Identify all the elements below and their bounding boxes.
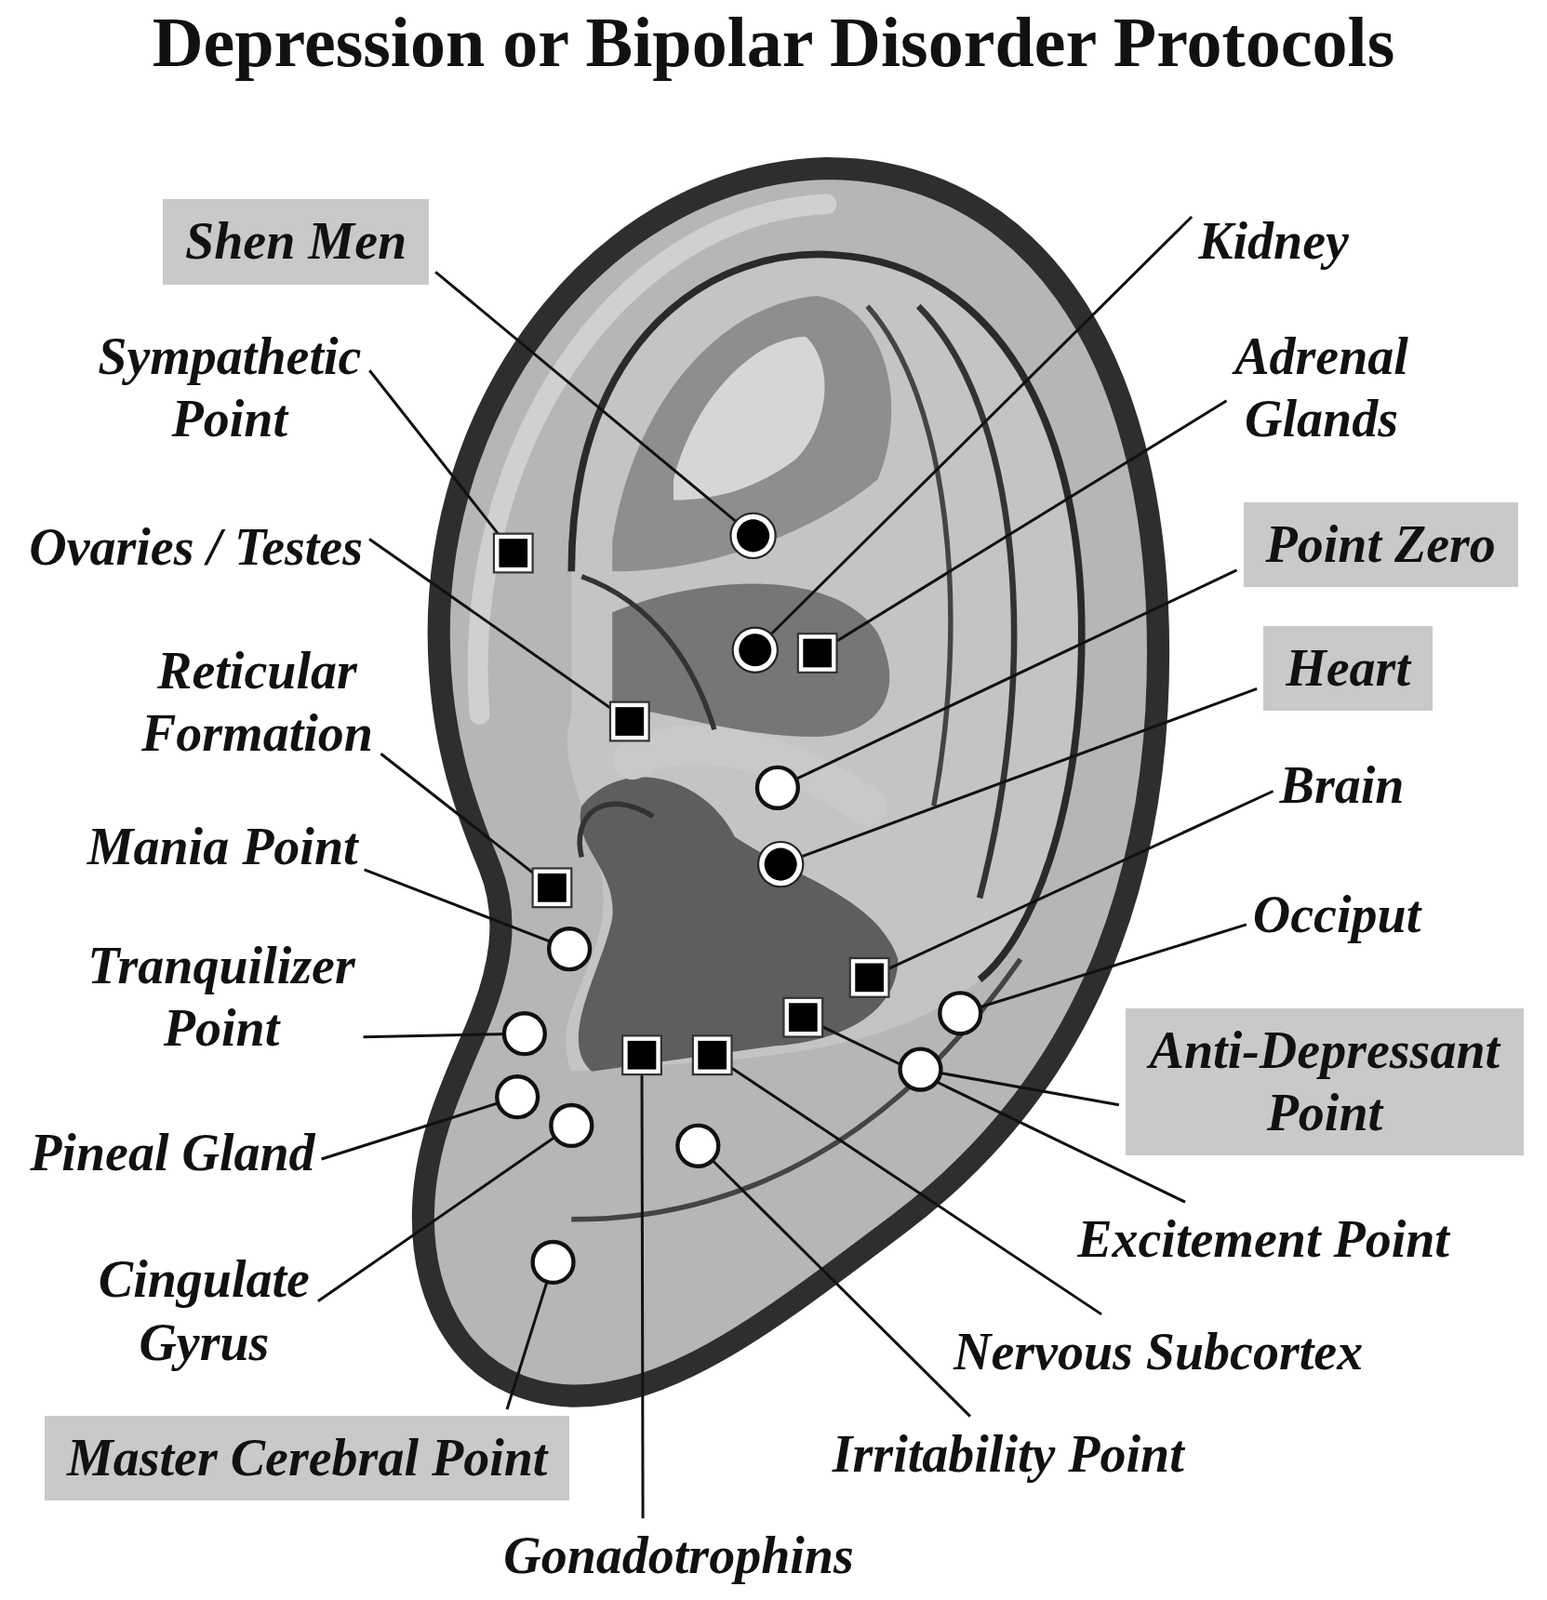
label-holder: Pineal Gland xyxy=(29,1121,315,1185)
fossa-highlight xyxy=(673,336,825,501)
point-label: Tranquilizer Point xyxy=(86,934,358,1060)
helix-crus xyxy=(632,745,867,807)
point-label: Reticular Formation xyxy=(139,640,374,765)
cavum-conchae xyxy=(578,776,898,1071)
highlighted-label-box: Anti-Depressant Point xyxy=(1125,1008,1524,1156)
point-label: Nervous Subcortex xyxy=(953,1320,1363,1384)
leader-line xyxy=(780,688,1257,865)
leader-line xyxy=(321,1096,519,1160)
point-label: Cingulate Gyrus xyxy=(96,1248,312,1374)
point-label: Master Cerebral Point xyxy=(66,1426,547,1490)
leader-line xyxy=(960,924,1247,1014)
label-holder: Tranquilizer Point xyxy=(86,934,358,1060)
black-circle-point xyxy=(733,627,778,673)
square-point xyxy=(783,998,823,1038)
antihelix-line xyxy=(866,306,950,807)
leader-line xyxy=(318,1125,572,1302)
point-label: Brain xyxy=(1280,754,1405,817)
point-label: Point Zero xyxy=(1266,513,1496,576)
point-label: Gonadotrophins xyxy=(503,1524,854,1588)
white-circle-point xyxy=(677,1125,719,1167)
black-circle-point xyxy=(758,841,803,887)
point-label: Mania Point xyxy=(87,815,359,879)
leader-line xyxy=(363,1033,525,1037)
label-holder: Kidney xyxy=(1198,210,1349,273)
square-point xyxy=(622,1035,662,1075)
point-label: Excitement Point xyxy=(1077,1208,1450,1271)
leader-line xyxy=(697,1146,971,1417)
square-point xyxy=(798,633,838,673)
point-label: Kidney xyxy=(1198,210,1349,273)
leader-line xyxy=(869,791,1274,978)
black-circle-point xyxy=(730,513,775,559)
point-label: Anti-Depressant Point xyxy=(1147,1019,1502,1145)
white-circle-point xyxy=(550,1105,592,1147)
highlighted-label-box: Shen Men xyxy=(162,199,429,284)
highlighted-label-box: Point Zero xyxy=(1243,502,1519,587)
cymba-conchae xyxy=(612,584,890,737)
label-holder: Occiput xyxy=(1253,883,1421,947)
leader-line xyxy=(641,1054,643,1519)
leader-line xyxy=(369,538,630,721)
white-circle-point xyxy=(900,1049,942,1091)
point-label: Adrenal Glands xyxy=(1233,325,1411,451)
label-holder: Adrenal Glands xyxy=(1233,325,1411,451)
white-circle-point xyxy=(533,1241,574,1283)
leader-line xyxy=(364,869,570,949)
point-label: Heart xyxy=(1285,637,1411,700)
title-holder: Depression or Bipolar Disorder Protocols xyxy=(0,1,1547,83)
antihelix-body xyxy=(565,253,1082,1071)
point-label: Sympathetic Point xyxy=(95,325,363,451)
point-label: Irritability Point xyxy=(832,1423,1185,1486)
leader-line xyxy=(817,400,1227,654)
white-circle-point xyxy=(757,767,799,809)
label-holder: Excitement Point xyxy=(1077,1208,1450,1271)
label-holder: Ovaries / Testes xyxy=(28,516,363,579)
point-label: Shen Men xyxy=(185,210,407,273)
label-holder: Gonadotrophins xyxy=(503,1524,854,1588)
leader-line xyxy=(369,370,513,553)
label-holder: Irritability Point xyxy=(832,1423,1185,1486)
leader-line xyxy=(435,271,753,536)
label-holder: Cingulate Gyrus xyxy=(96,1248,312,1374)
label-holder: Brain xyxy=(1280,754,1405,817)
square-point xyxy=(493,533,534,574)
label-holder: Nervous Subcortex xyxy=(953,1320,1363,1384)
point-label: Pineal Gland xyxy=(29,1121,315,1185)
label-holder: Sympathetic Point xyxy=(95,325,363,451)
leader-line xyxy=(777,570,1238,788)
square-point xyxy=(693,1035,733,1075)
point-label: Occiput xyxy=(1253,883,1421,947)
white-circle-point xyxy=(939,992,981,1034)
white-circle-point xyxy=(504,1013,546,1054)
label-holder: Mania Point xyxy=(87,815,359,879)
highlighted-label-box: Heart xyxy=(1263,626,1433,711)
diagram-title: Depression or Bipolar Disorder Protocols xyxy=(0,1,1547,83)
triangular-fossa xyxy=(612,295,892,572)
intertragic-notch-line xyxy=(579,803,654,857)
label-holder: Reticular Formation xyxy=(139,640,374,765)
square-point xyxy=(610,702,650,742)
highlighted-label-box: Master Cerebral Point xyxy=(44,1415,570,1501)
leader-line xyxy=(755,216,1192,651)
ear-outline xyxy=(423,168,1159,1397)
leader-line xyxy=(712,1054,1102,1315)
square-point xyxy=(850,958,890,998)
white-circle-point xyxy=(548,928,590,970)
point-label: Ovaries / Testes xyxy=(28,516,363,579)
leader-line xyxy=(380,753,552,888)
white-circle-point xyxy=(496,1076,538,1118)
leader-line xyxy=(506,1262,554,1410)
square-point xyxy=(533,867,573,907)
